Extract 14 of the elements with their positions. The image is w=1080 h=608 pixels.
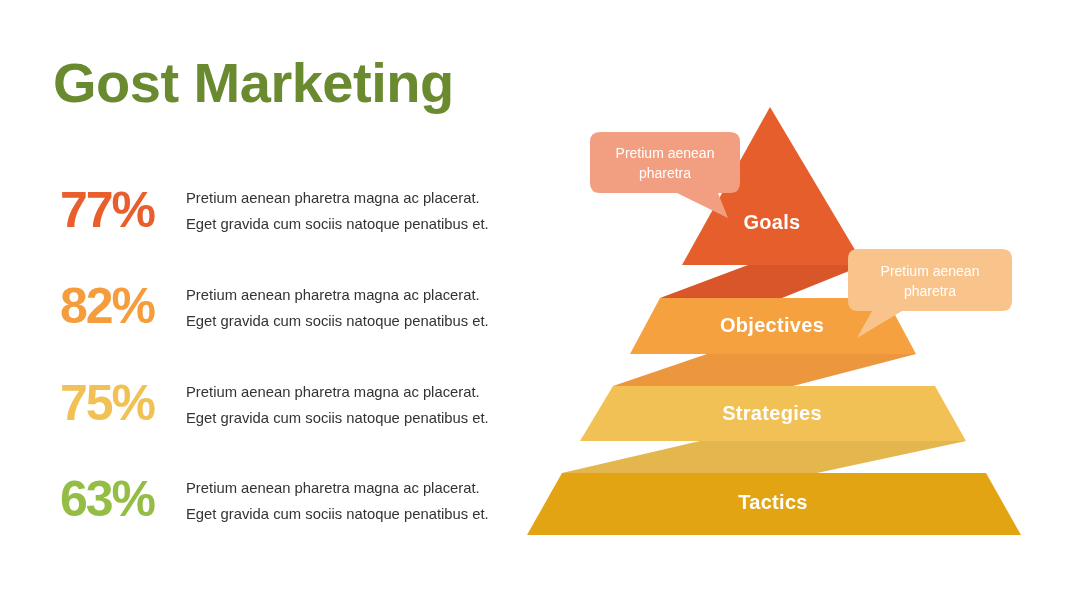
callout-text: Pretium aenean pharetra (614, 144, 716, 183)
callout-text: Pretium aenean pharetra (879, 262, 981, 301)
description-text: Pretium aenean pharetra magna ac placerat. Eget gravida cum sociis natoque penatibus et. (186, 479, 490, 524)
percentage-value: 77% (60, 185, 155, 235)
tier-label: Goals (743, 210, 801, 234)
tier-label: Tactics (738, 490, 808, 514)
description-text: Pretium aenean pharetra magna ac placerat. Eget gravida cum sociis natoque penatibus et. (186, 383, 490, 428)
tier-label: Strategies (722, 401, 822, 425)
tier-label: Objectives (719, 313, 825, 337)
percentage-value: 63% (60, 474, 155, 524)
description-text: Pretium aenean pharetra magna ac placerat. Eget gravida cum sociis natoque penatibus et. (186, 189, 490, 234)
percentage-value: 82% (60, 281, 155, 331)
percentage-value: 75% (60, 378, 155, 428)
description-text: Pretium aenean pharetra magna ac placerat. Eget gravida cum sociis natoque penatibus et. (186, 286, 490, 331)
